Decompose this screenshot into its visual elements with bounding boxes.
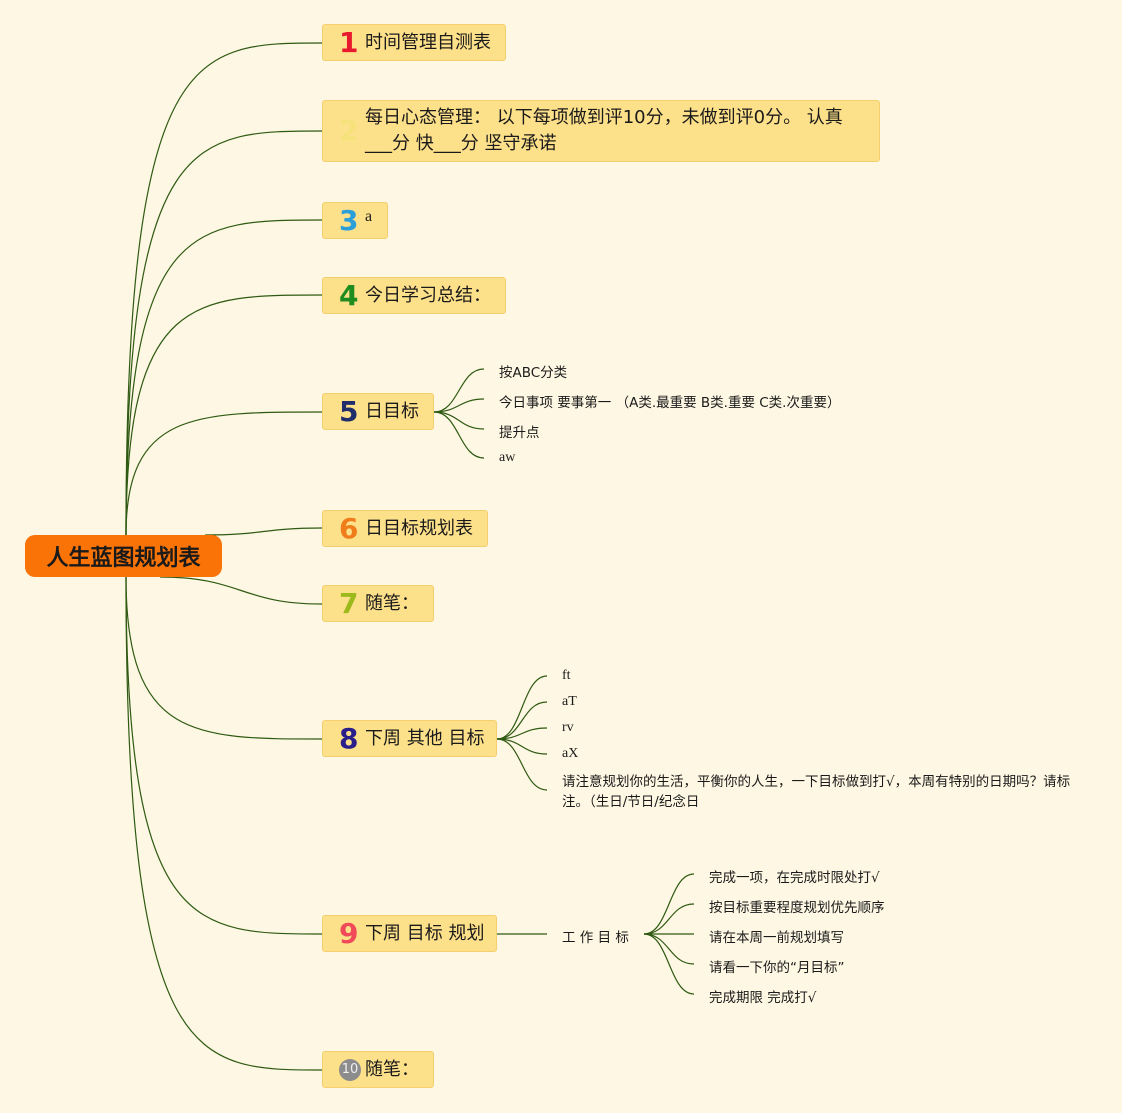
branch-5-child-3[interactable]: 提升点 bbox=[499, 425, 540, 441]
number-3-badge-icon: 3 bbox=[339, 203, 359, 237]
branch-7[interactable]: 7 随笔： bbox=[322, 585, 434, 622]
connector-line bbox=[125, 576, 323, 1071]
branch-5-child-1[interactable]: 按ABC分类 bbox=[499, 365, 568, 381]
connector-line bbox=[643, 933, 695, 995]
connector-line bbox=[125, 576, 323, 740]
number-10-badge-icon: 10 bbox=[339, 1058, 361, 1081]
connector-line bbox=[125, 42, 323, 536]
root-node[interactable]: 人生蓝图规划表 bbox=[25, 535, 222, 577]
connector-line bbox=[125, 219, 323, 536]
branch-2[interactable]: 2 每日心态管理： 以下每项做到评10分，未做到评0分。 认真___分 快___… bbox=[322, 100, 880, 162]
branch-8-child-5[interactable]: 请注意规划你的生活，平衡你的人生，一下目标做到打√，本周有特别的日期吗？请标注。… bbox=[562, 774, 1071, 810]
branch-9-label: 下周 目标 规划 bbox=[365, 922, 485, 944]
number-5-badge-icon: 5 bbox=[339, 394, 359, 428]
branch-8-child-2[interactable]: aT bbox=[562, 694, 577, 709]
connector-line bbox=[125, 294, 323, 536]
connector-line bbox=[643, 933, 695, 965]
branch-3[interactable]: 3 a bbox=[322, 202, 388, 239]
branch-9-child-3[interactable]: 请在本周一前规划填写 bbox=[709, 930, 844, 946]
branch-6[interactable]: 6 日目标规划表 bbox=[322, 510, 488, 547]
branch-1[interactable]: 1 时间管理自测表 bbox=[322, 24, 506, 61]
connector-line bbox=[433, 411, 485, 430]
branch-4[interactable]: 4 今日学习总结： bbox=[322, 277, 506, 314]
branch-9[interactable]: 9 下周 目标 规划 bbox=[322, 915, 497, 952]
branch-8-child-3[interactable]: rv bbox=[562, 720, 574, 735]
number-7-badge-icon: 7 bbox=[339, 586, 359, 620]
connector-line bbox=[125, 576, 323, 935]
connector-line bbox=[496, 738, 548, 791]
connector-line bbox=[433, 368, 485, 413]
connector-line bbox=[496, 675, 548, 740]
branch-8-child-4[interactable]: aX bbox=[562, 746, 579, 761]
connector-line bbox=[433, 411, 485, 459]
connector-line bbox=[433, 398, 485, 413]
connector-line bbox=[643, 903, 695, 935]
connector-line bbox=[204, 527, 323, 536]
branch-8[interactable]: 8 下周 其他 目标 bbox=[322, 720, 497, 757]
branch-7-label: 随笔： bbox=[365, 592, 419, 614]
branch-5-child-2[interactable]: 今日事项 要事第一 （A类.最重要 B类.重要 C类.次重要） bbox=[499, 395, 841, 411]
number-8-badge-icon: 8 bbox=[339, 721, 359, 755]
branch-10-label: 随笔： bbox=[365, 1058, 419, 1080]
branch-8-child-1[interactable]: ft bbox=[562, 668, 571, 683]
connector-line bbox=[496, 738, 548, 755]
branch-4-label: 今日学习总结： bbox=[365, 284, 491, 306]
number-2-badge-icon: 2 bbox=[339, 114, 359, 147]
connector-line bbox=[125, 130, 323, 536]
connector-line bbox=[496, 701, 548, 740]
branch-6-label: 日目标规划表 bbox=[365, 517, 473, 539]
branch-8-label: 下周 其他 目标 bbox=[365, 727, 485, 749]
connector-line bbox=[125, 411, 323, 536]
branch-9-child-1[interactable]: 完成一项，在完成时限处打√ bbox=[709, 870, 880, 886]
branch-3-label: a bbox=[365, 207, 373, 225]
number-9-badge-icon: 9 bbox=[339, 916, 359, 950]
number-1-badge-icon: 1 bbox=[339, 25, 359, 59]
connector-line bbox=[643, 873, 695, 935]
branch-5[interactable]: 5 日目标 bbox=[322, 393, 434, 430]
branch-9-child-5[interactable]: 完成期限 完成打√ bbox=[709, 990, 817, 1006]
branch-10[interactable]: 10 随笔： bbox=[322, 1051, 434, 1088]
branch-5-child-4[interactable]: aw bbox=[499, 450, 516, 465]
number-4-badge-icon: 4 bbox=[339, 278, 359, 312]
branch-9-child-4[interactable]: 请看一下你的“月目标” bbox=[709, 960, 845, 976]
root-label: 人生蓝图规划表 bbox=[46, 546, 201, 571]
branch-1-label: 时间管理自测表 bbox=[365, 31, 491, 53]
branch-9-child-2[interactable]: 按目标重要程度规划优先顺序 bbox=[709, 900, 885, 916]
branch-2-label: 每日心态管理： 以下每项做到评10分，未做到评0分。 认真___分 快___分 … bbox=[365, 107, 843, 154]
branch-5-label: 日目标 bbox=[365, 400, 419, 422]
number-6-badge-icon: 6 bbox=[339, 511, 359, 545]
connector-line bbox=[159, 576, 323, 605]
branch-9-sub-topic[interactable]: 工 作 目 标 bbox=[562, 930, 629, 946]
